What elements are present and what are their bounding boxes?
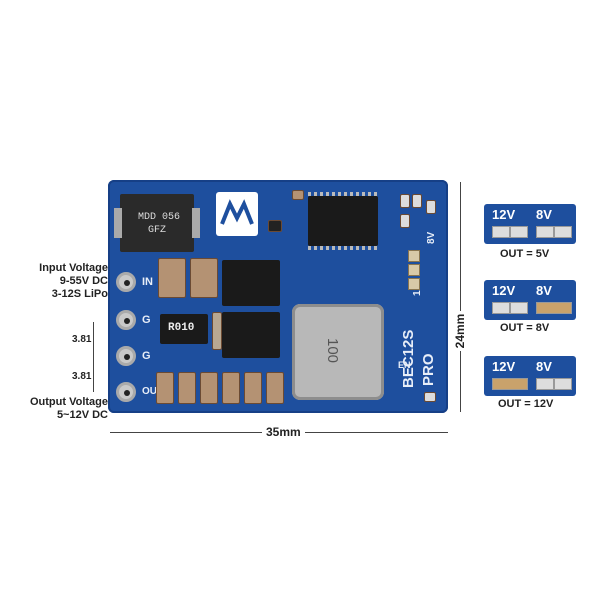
pitch-top-label: 3.81 xyxy=(72,334,92,345)
pitch-dimension-line xyxy=(93,322,94,392)
pin-g1-label: G xyxy=(142,314,151,326)
input-voltage-title: Input Voltage xyxy=(39,262,108,274)
board-variant-label: PRO xyxy=(420,353,437,386)
inductor: 100 xyxy=(292,304,384,400)
diode: MDD 056 GFZ xyxy=(114,194,200,252)
jumper-inset-5v: 12V 8V xyxy=(484,204,576,244)
output-voltage-label: Output Voltage 5~12V DC xyxy=(18,396,108,422)
jumper-12v-caption: OUT = 12V xyxy=(498,398,554,410)
output-capacitor-1 xyxy=(156,372,174,404)
input-voltage-cells: 3-12S LiPo xyxy=(51,288,108,300)
pin-out-label: OUT xyxy=(142,386,164,397)
inset-5v-12v-label: 12V xyxy=(492,207,516,222)
pitch-bottom-label: 3.81 xyxy=(72,371,92,382)
bec-board: MDD 056 GFZ IN G G OUT R010 100 8V xyxy=(108,180,448,413)
width-dimension-label: 35mm xyxy=(262,425,305,439)
board-jumper-pad-2 xyxy=(408,264,420,276)
mosfet-2 xyxy=(222,312,280,358)
jumper-8v-caption: OUT = 8V xyxy=(500,322,550,334)
board-jumper-pad-3 xyxy=(408,278,420,290)
output-voltage-range: 5~12V DC xyxy=(56,409,108,421)
pin-in-label: IN xyxy=(142,276,153,288)
output-voltage-title: Output Voltage xyxy=(29,396,108,408)
mosfet-1 xyxy=(222,260,280,306)
height-dimension-line xyxy=(460,182,461,412)
jumper-5v-caption: OUT = 5V xyxy=(500,248,550,260)
board-jumper-8v-label: 8V xyxy=(426,231,437,244)
board-model-label: BEC12S xyxy=(400,329,417,388)
output-capacitor-6 xyxy=(266,372,284,404)
inset-5v-8v-label: 8V xyxy=(536,207,552,222)
output-capacitor-5 xyxy=(244,372,262,404)
inductor-marking: 100 xyxy=(324,337,342,364)
pin-g2-label: G xyxy=(142,350,151,362)
controller-ic xyxy=(308,192,378,250)
diode-marking-1: MDD 056 xyxy=(138,212,181,223)
shunt-resistor-marking: R010 xyxy=(168,322,195,334)
inset-8v-8v-label: 8V xyxy=(536,283,552,298)
output-capacitor-3 xyxy=(200,372,218,404)
input-voltage-label: Input Voltage 9-55V DC 3-12S LiPo xyxy=(20,262,108,301)
board-en-label: EN xyxy=(398,360,411,370)
jumper-inset-12v: 12V 8V xyxy=(484,356,576,396)
diode-marking-2: GFZ xyxy=(148,225,167,236)
shunt-resistor: R010 xyxy=(160,314,208,344)
output-capacitor-4 xyxy=(222,372,240,404)
pin-g1-pad[interactable] xyxy=(116,310,136,330)
output-capacitor-2 xyxy=(178,372,196,404)
input-voltage-range: 9-55V DC xyxy=(59,275,108,287)
board-jumper-pad-1 xyxy=(408,250,420,262)
input-capacitor-2 xyxy=(190,258,218,298)
pin-out-pad[interactable] xyxy=(116,382,136,402)
height-dimension-label: 24mm xyxy=(449,311,471,351)
input-capacitor-1 xyxy=(158,258,186,298)
inset-12v-8v-label: 8V xyxy=(536,359,552,374)
pin-in-pad[interactable] xyxy=(116,272,136,292)
pin-g2-pad[interactable] xyxy=(116,346,136,366)
brand-logo xyxy=(216,192,258,236)
inset-8v-12v-label: 12V xyxy=(492,283,516,298)
jumper-inset-8v: 12V 8V xyxy=(484,280,576,320)
inset-12v-12v-label: 12V xyxy=(492,359,516,374)
